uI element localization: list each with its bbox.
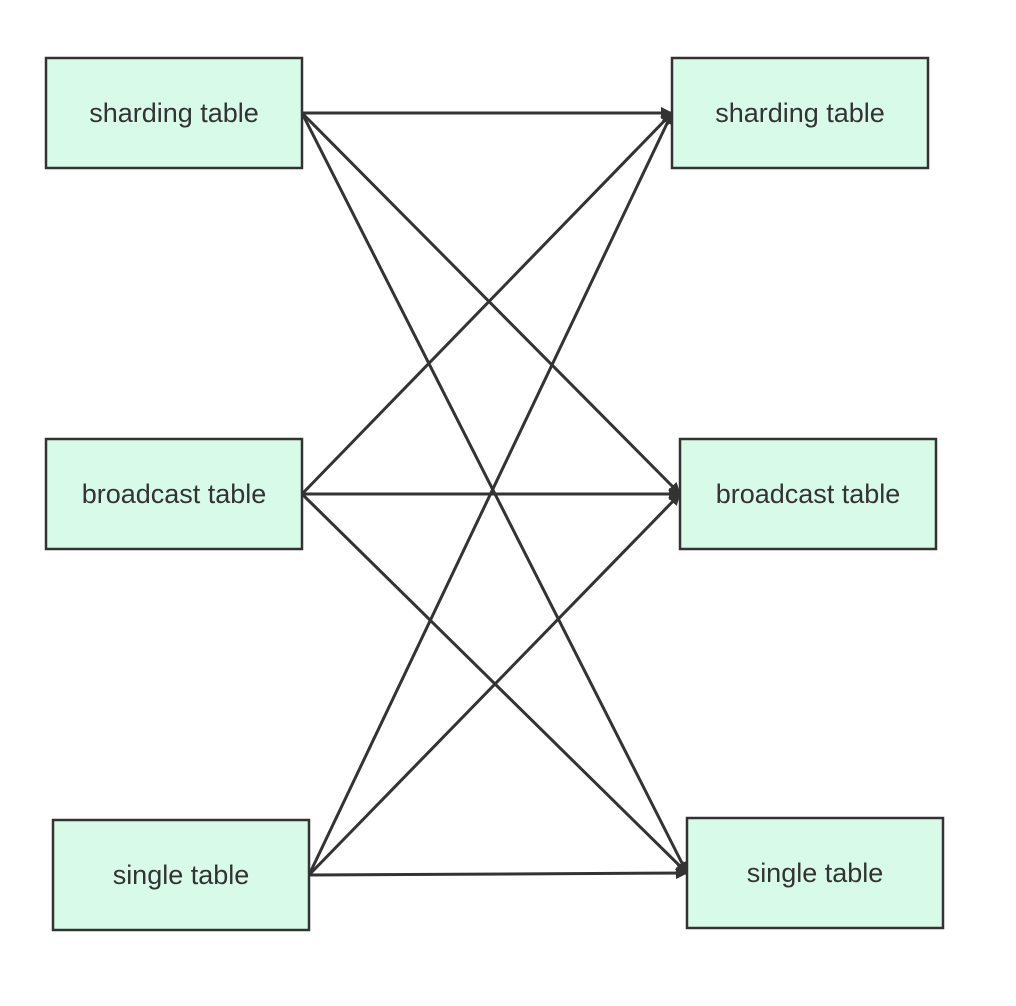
edge-l-single-to-r-broadcast [307, 492, 682, 877]
node-label: sharding table [715, 98, 885, 128]
edge-l-broadcast-to-r-sharding [300, 111, 674, 496]
node-r-sharding[interactable]: sharding table [670, 56, 930, 170]
node-label: sharding table [89, 98, 259, 128]
node-label: broadcast table [716, 479, 901, 509]
nodes-layer: sharding table broadcast table single tabl… [44, 56, 945, 932]
arrow-line [300, 111, 682, 496]
edge-l-single-to-r-single [308, 867, 688, 880]
edge-l-sharding-to-r-broadcast [300, 111, 682, 496]
node-box [670, 56, 930, 170]
node-box [678, 437, 938, 551]
node-label: broadcast table [82, 479, 267, 509]
arrow-line [300, 111, 674, 496]
node-l-broadcast[interactable]: broadcast table [44, 437, 304, 551]
edge-l-single-to-r-sharding [307, 112, 674, 876]
arrow-line [307, 492, 682, 877]
node-l-sharding[interactable]: sharding table [44, 56, 304, 170]
node-r-single[interactable]: single table [685, 816, 945, 930]
arrow-line [308, 867, 688, 880]
node-box [685, 816, 945, 930]
node-label: single table [113, 860, 250, 890]
node-box [51, 818, 311, 932]
node-box [44, 437, 304, 551]
node-r-broadcast[interactable]: broadcast table [678, 437, 938, 551]
arrow-line [307, 112, 674, 876]
node-l-single[interactable]: single table [51, 818, 311, 932]
node-label: single table [747, 858, 884, 888]
edges-layer [300, 107, 689, 880]
node-box [44, 56, 304, 170]
